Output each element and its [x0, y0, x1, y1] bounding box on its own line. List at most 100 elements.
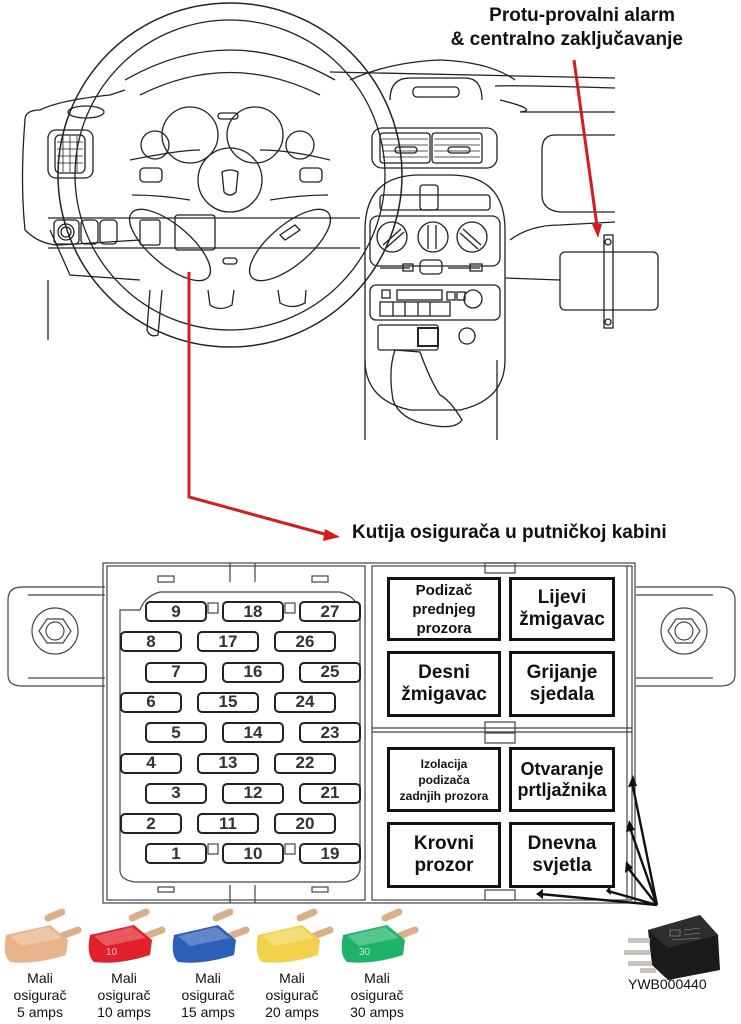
dashboard-outline	[21, 89, 141, 246]
fusebox-arrow-line	[187, 272, 329, 537]
relay-label-line: Grijanje	[526, 662, 598, 683]
alarm-title-line1: Protu-provalni alarm	[489, 5, 675, 26]
left-air-vent	[47, 129, 94, 179]
fuse-slot-15[interactable]: 15	[197, 691, 259, 713]
fuse-slot-18[interactable]: 18	[222, 601, 284, 622]
fuse-slot-4[interactable]: 4	[120, 752, 182, 774]
fuse-slot-2[interactable]: 2	[120, 813, 182, 835]
gear-shifter-hand	[390, 349, 463, 428]
radio-unit	[369, 284, 501, 321]
fuse-caption-line3: 20 amps	[265, 1004, 319, 1020]
right-bracket	[636, 586, 736, 687]
fuse-slot-27[interactable]: 27	[299, 601, 361, 622]
left-bracket	[7, 586, 105, 687]
fusebox-arrow-head	[323, 529, 340, 541]
fuse-slot-25[interactable]: 25	[299, 661, 361, 683]
fuse-slot-8[interactable]: 8	[120, 631, 182, 653]
fuse-body	[256, 925, 320, 963]
fuse-body	[341, 925, 405, 963]
fuse-image-1	[4, 908, 82, 963]
relay-label-line: žmigavac	[519, 609, 605, 630]
fuse-caption-line2: osigurač	[97, 987, 151, 1003]
fuse-caption-line1: Mali	[364, 970, 390, 986]
fuse-body	[172, 925, 236, 963]
fuse-slot-5[interactable]: 5	[145, 722, 207, 744]
fuse-caption-line3: 5 amps	[17, 1004, 63, 1020]
relay-label-line: podizača	[418, 772, 470, 787]
fuse-caption-line2: osigurač	[265, 987, 319, 1003]
fuse-image-5: 30	[341, 908, 419, 963]
relay-label-line: prtljažnika	[517, 779, 607, 800]
relay-image	[624, 915, 720, 980]
relay-part-number: YWB000440	[628, 976, 707, 992]
fuse-marking: 30	[359, 947, 371, 958]
fuse-caption-line1: Mali	[111, 970, 137, 986]
alarm-title: Protu-provalni alarm & centralno zaključ…	[363, 4, 683, 52]
fuse-slot-21[interactable]: 21	[299, 782, 361, 804]
alarm-title-line2: & centralno zaključavanje	[450, 29, 683, 50]
relay-label-line: Desni	[418, 662, 470, 683]
fuse-caption-line2: osigurač	[350, 987, 404, 1003]
fuse-slot-3[interactable]: 3	[145, 782, 207, 804]
relay-label-line: žmigavac	[401, 684, 487, 705]
center-console	[364, 174, 506, 411]
ignition-knob	[57, 223, 75, 241]
steering-wheel-hub	[197, 147, 263, 213]
fuse-slot-7[interactable]: 7	[145, 661, 207, 683]
fuse-caption-line1: Mali	[27, 970, 53, 986]
alarm-arrow-line	[572, 59, 599, 227]
fuse-slot-1[interactable]: 1	[145, 843, 207, 865]
relay-label-line: prozora	[416, 619, 472, 637]
fuse-slot-19[interactable]: 19	[299, 843, 361, 865]
fuse-slot-6[interactable]: 6	[120, 691, 182, 713]
fuse-slot-14[interactable]: 14	[222, 722, 284, 744]
fuse-caption-line2: osigurač	[181, 987, 235, 1003]
fuse-caption-line3: 30 amps	[350, 1004, 404, 1020]
fuse-slot-16[interactable]: 16	[222, 661, 284, 683]
glovebox	[541, 134, 615, 213]
fuse-caption-line3: 10 amps	[97, 1004, 151, 1020]
fuse-slot-26[interactable]: 26	[274, 631, 336, 653]
fuse-slot-11[interactable]: 11	[197, 813, 259, 835]
fuse-body	[88, 925, 152, 963]
fuse-slot-20[interactable]: 20	[274, 813, 336, 835]
relay-label-line: prozor	[414, 855, 474, 876]
fuse-caption-line3: 15 amps	[181, 1004, 235, 1020]
relay-label-line: Lijevi	[537, 587, 587, 608]
pedal	[277, 289, 307, 308]
fuse-slot-13[interactable]: 13	[197, 752, 259, 774]
center-top-module	[389, 77, 483, 101]
relay-label-line: Otvaranje	[520, 758, 604, 779]
fuse-slot-12[interactable]: 12	[222, 782, 284, 804]
relay-label-line: Izolacija	[420, 756, 468, 771]
fuse-slot-17[interactable]: 17	[197, 631, 259, 653]
fuse-slot-24[interactable]: 24	[274, 691, 336, 713]
climate-knob	[376, 221, 408, 253]
fuse-caption-line2: osigurač	[13, 987, 67, 1003]
relay-label-line: zadnjih prozora	[399, 788, 489, 803]
fuse-slot-23[interactable]: 23	[299, 722, 361, 744]
alarm-module	[559, 251, 659, 311]
alarm-arrow-head	[592, 224, 602, 238]
fuse-slot-10[interactable]: 10	[222, 843, 284, 865]
fusebox-housing	[102, 562, 636, 904]
fuse-slot-9[interactable]: 9	[145, 601, 207, 622]
fuse-slot-22[interactable]: 22	[274, 752, 336, 774]
relay-label-line: Podizač	[415, 581, 473, 599]
fusebox-title: Kutija osigurača u putničkoj kabini	[352, 522, 667, 543]
relay-label-line: svjetla	[532, 855, 592, 876]
